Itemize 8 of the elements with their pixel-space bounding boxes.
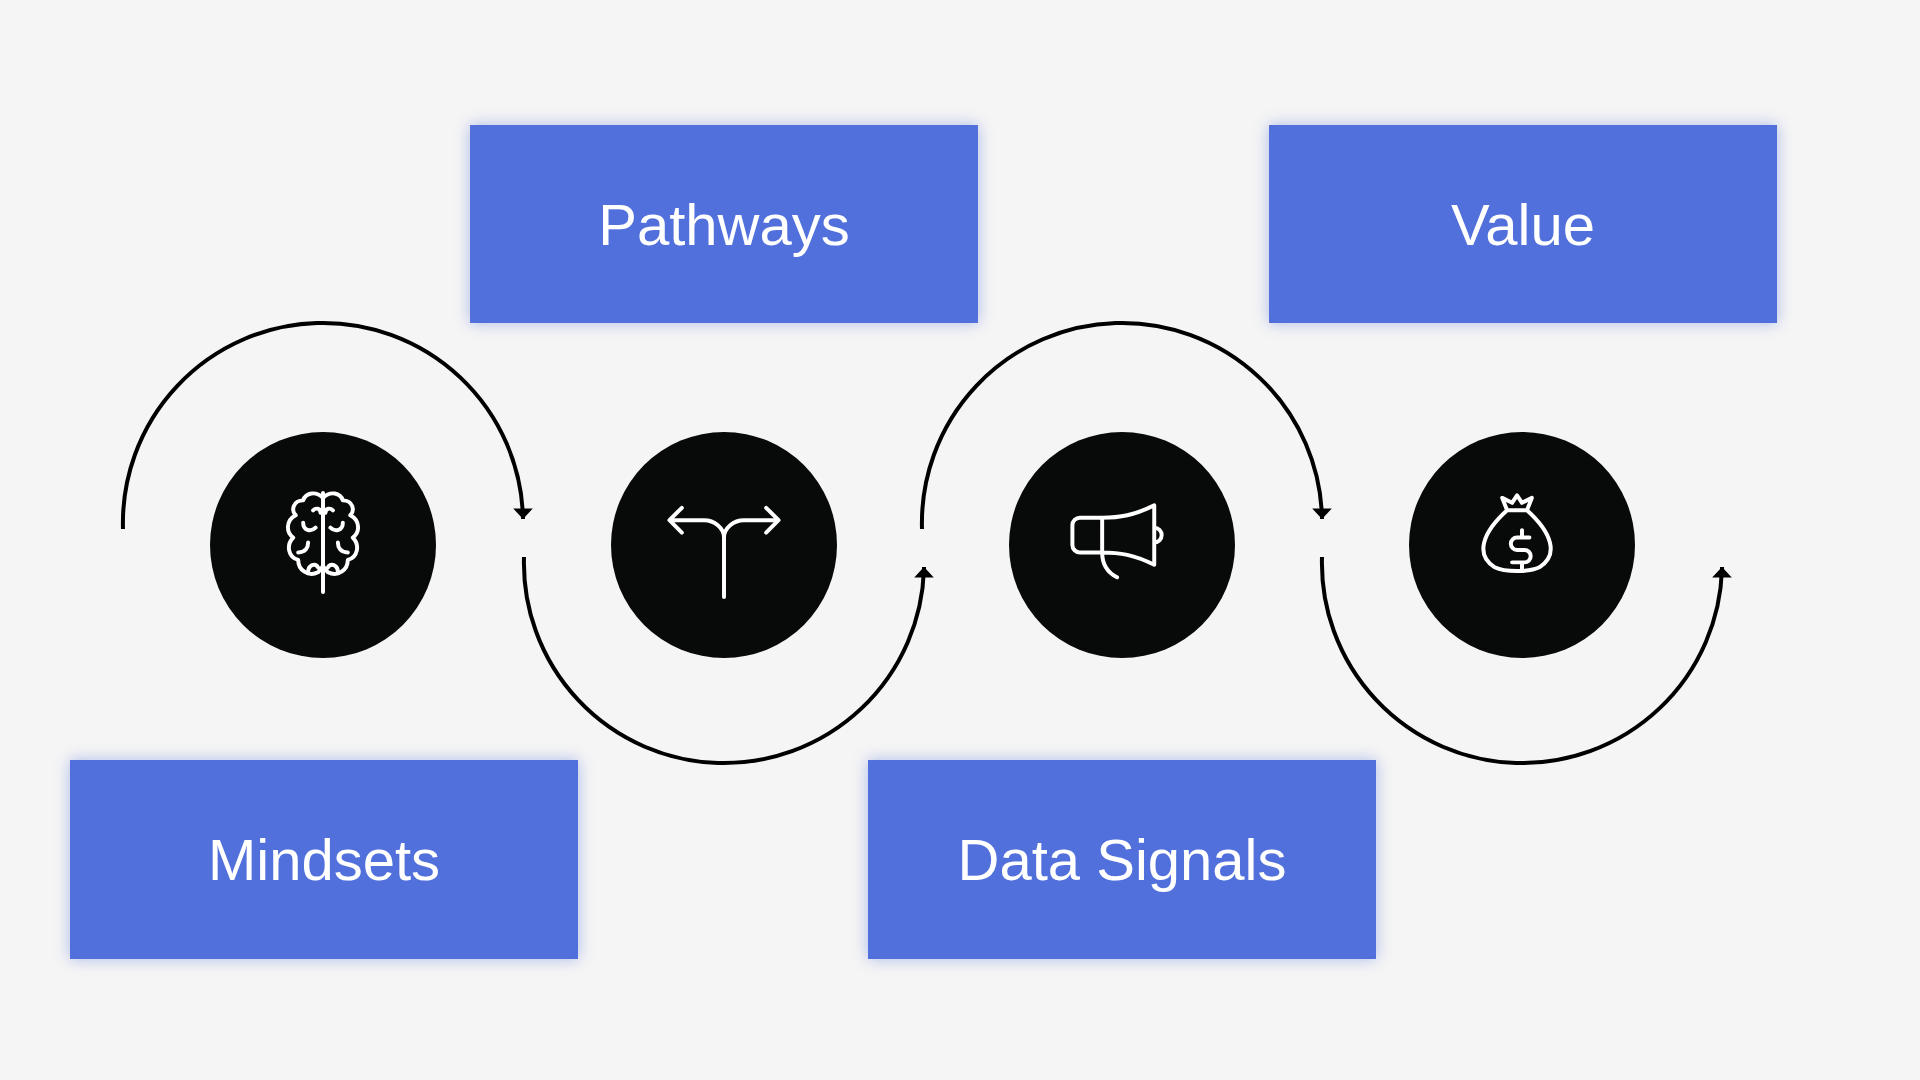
label-box — [868, 760, 1376, 959]
box-label: Data Signals — [957, 826, 1287, 893]
label-box — [70, 760, 578, 959]
label-box — [470, 125, 978, 323]
box-label: Value — [1450, 190, 1595, 258]
box-label: Pathways — [598, 190, 850, 258]
box-label: Mindsets — [207, 826, 441, 893]
label-box — [1269, 125, 1777, 323]
